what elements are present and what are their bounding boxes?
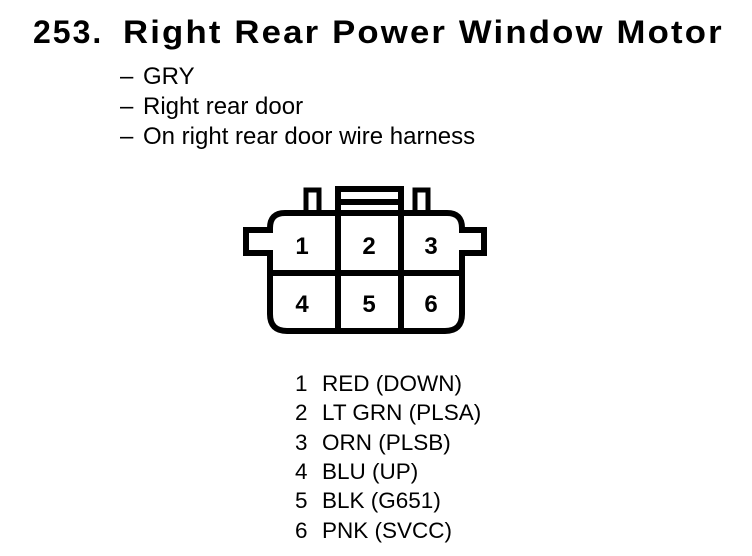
pin-list: 1 RED (DOWN) 2 LT GRN (PLSA) 3 ORN (PLSB) 4… [295, 369, 481, 545]
pin-wire-label: ORN (PLSB) [322, 429, 451, 455]
connector-top-tab-left [303, 187, 322, 213]
pin-row: 1 RED (DOWN) [295, 369, 481, 398]
connector-cavity-number: 4 [295, 291, 309, 318]
pin-wire-label: BLU (UP) [322, 459, 419, 485]
detail-item: –On right rear door wire harness [120, 122, 475, 152]
dash-bullet: – [120, 123, 134, 150]
pin-wire-label: BLK (G651) [322, 488, 441, 514]
connector-cavity-number: 6 [424, 291, 437, 318]
dash-bullet: – [120, 93, 134, 120]
detail-item: –GRY [120, 62, 475, 92]
pin-number: 4 [295, 459, 308, 485]
connector-details: –GRY –Right rear door –On right rear doo… [120, 62, 475, 152]
connector-cavity-number: 2 [362, 233, 375, 260]
detail-text: GRY [143, 63, 195, 90]
pin-wire-label: RED (DOWN) [322, 371, 462, 396]
pin-number: 5 [295, 488, 308, 514]
pin-wire-label: PNK (SVCC) [322, 517, 453, 543]
connector-top-tab-right [412, 187, 431, 213]
detail-item: –Right rear door [120, 92, 475, 122]
pin-row: 6 PNK (SVCC) [295, 516, 481, 545]
pin-number: 1 [295, 371, 308, 396]
pin-row: 5 BLK (G651) [295, 486, 481, 515]
figure-title: Right Rear Power Window Motor [123, 14, 724, 50]
pin-row: 2 LT GRN (PLSA) [295, 398, 481, 427]
detail-text: On right rear door wire harness [143, 123, 476, 150]
pin-number: 2 [295, 400, 308, 426]
pin-wire-label: LT GRN (PLSA) [322, 400, 482, 426]
pin-number: 6 [295, 517, 308, 543]
connector-cavity-number: 5 [362, 291, 375, 318]
connector-cavity-number: 3 [424, 233, 437, 260]
pin-row: 3 ORN (PLSB) [295, 428, 481, 457]
figure-number: 253. [33, 14, 104, 50]
dash-bullet: – [120, 63, 134, 90]
detail-text: Right rear door [143, 93, 304, 120]
pin-number: 3 [295, 429, 308, 455]
connector-cavity-number: 1 [295, 233, 308, 260]
connector-diagram: 1 2 3 4 5 6 [243, 186, 487, 334]
pin-row: 4 BLU (UP) [295, 457, 481, 486]
